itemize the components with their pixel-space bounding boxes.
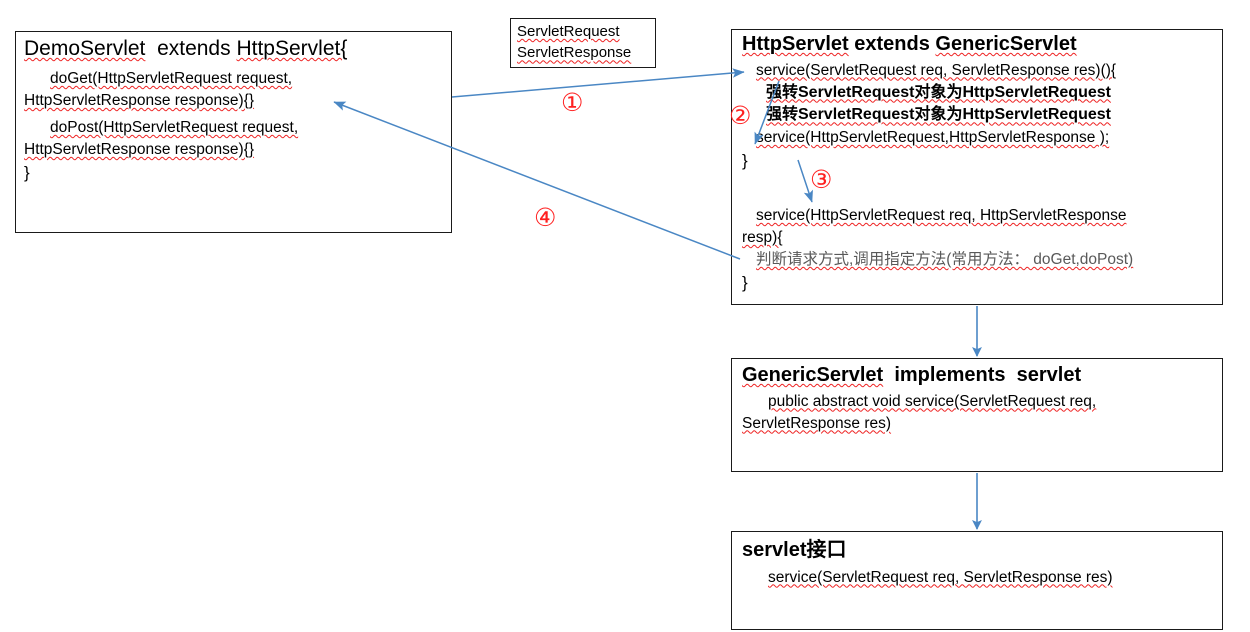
generic-servlet-service-signature-cont: ServletResponse res) xyxy=(742,414,892,432)
servlet-interface-body: servlet接口 service(ServletRequest req, Se… xyxy=(732,532,1222,589)
http-servlet-header: HttpServlet extends GenericServlet xyxy=(742,32,1214,58)
http-servlet-body: HttpServlet extends GenericServlet servi… xyxy=(732,30,1222,295)
http-servlet-box[interactable]: HttpServlet extends GenericServlet servi… xyxy=(731,29,1223,305)
generic-servlet-box[interactable]: GenericServlet implements servlet public… xyxy=(731,358,1223,472)
http-servlet-cast-line-2: 强转ServletRequest对象为HttpServletRequest xyxy=(766,106,1111,124)
demo-servlet-box[interactable]: DemoServlet extends HttpServlet{ doGet(H… xyxy=(15,31,452,233)
http-servlet-super-class: GenericServlet xyxy=(935,33,1077,55)
servlet-interface-header: servlet接口 xyxy=(742,539,847,561)
http-servlet-service-call: service(HttpServletRequest,HttpServletRe… xyxy=(756,129,1110,147)
demo-servlet-dopost-line: doPost(HttpServletRequest request, xyxy=(50,118,299,136)
http-servlet-cast-line-1: 强转ServletRequest对象为HttpServletRequest xyxy=(766,83,1111,101)
generic-servlet-header: GenericServlet implements servlet xyxy=(742,363,1214,389)
marker-3: ③ xyxy=(810,165,833,194)
http-servlet-dispatch-note: 判断请求方式,调用指定方法(常用方法： doGet,doPost) xyxy=(756,251,1134,269)
demo-servlet-extends-keyword: extends xyxy=(157,37,231,60)
demo-servlet-closing-brace: } xyxy=(24,162,30,182)
demo-servlet-class-name: DemoServlet xyxy=(24,37,146,60)
demo-servlet-dopost-line-cont: HttpServletResponse response){} xyxy=(24,140,255,158)
demo-servlet-header: DemoServlet extends HttpServlet{ xyxy=(24,36,443,63)
servlet-io-label-box[interactable]: ServletRequest ServletResponse xyxy=(510,18,656,68)
servlet-request-label: ServletRequest xyxy=(517,23,620,40)
http-servlet-service-signature: service(ServletRequest req, ServletRespo… xyxy=(756,61,1117,79)
marker-2: ② xyxy=(729,101,752,130)
generic-servlet-interface-name: servlet xyxy=(1016,364,1082,386)
http-servlet-closing-brace-1: } xyxy=(742,151,748,171)
http-servlet-closing-brace-2: } xyxy=(742,273,748,293)
marker-4: ④ xyxy=(534,203,557,232)
demo-servlet-doget-line: doGet(HttpServletRequest request, xyxy=(50,69,293,87)
http-servlet-class-name: HttpServlet xyxy=(742,33,849,55)
arrow-1 xyxy=(451,68,745,98)
http-servlet-extends-keyword: extends xyxy=(854,33,930,55)
http-servlet-service-http-signature: service(HttpServletRequest req, HttpServ… xyxy=(756,207,1127,225)
demo-servlet-super-class: HttpServlet{ xyxy=(236,37,348,60)
servlet-io-body: ServletRequest ServletResponse xyxy=(511,19,655,64)
generic-servlet-implements-keyword: implements xyxy=(894,364,1006,386)
http-servlet-service-http-signature-cont: resp){ xyxy=(742,229,783,247)
demo-servlet-body: DemoServlet extends HttpServlet{ doGet(H… xyxy=(16,32,451,185)
servlet-interface-service-signature: service(ServletRequest req, ServletRespo… xyxy=(768,568,1113,586)
servlet-response-label: ServletResponse xyxy=(517,44,632,62)
servlet-interface-box[interactable]: servlet接口 service(ServletRequest req, Se… xyxy=(731,531,1223,630)
generic-servlet-body: GenericServlet implements servlet public… xyxy=(732,359,1222,435)
generic-servlet-service-signature: public abstract void service(ServletRequ… xyxy=(768,392,1097,410)
demo-servlet-doget-line-cont: HttpServletResponse response){} xyxy=(24,91,255,109)
marker-1: ① xyxy=(561,88,584,117)
generic-servlet-class-name: GenericServlet xyxy=(742,364,884,386)
